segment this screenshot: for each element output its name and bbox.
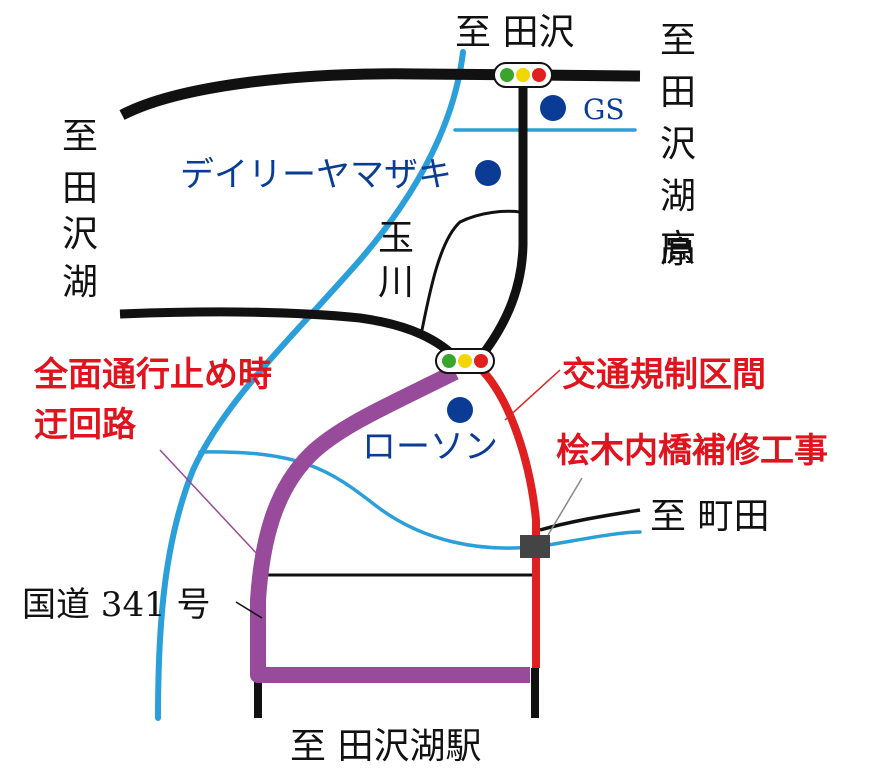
label-tamagawa: 玉 川 — [378, 218, 425, 303]
label-to-tazawako-left: 至 田 沢 湖 — [62, 116, 109, 303]
label-gas-station: GS — [583, 93, 625, 126]
label-tamagawa-c1: 玉 — [378, 218, 414, 259]
traffic-signal-icon — [435, 348, 495, 374]
poi-dot-icon — [475, 160, 501, 186]
route-341-leader — [235, 601, 263, 619]
restriction-leader — [504, 369, 561, 421]
label-to-tazawako-kogen: 至 田 沢 湖 高 原 — [660, 20, 707, 271]
label-route-341: 国道 341 号 — [22, 585, 211, 625]
construction-square-icon — [520, 535, 550, 558]
label-to-tazawako-left-c3: 沢 — [62, 214, 98, 255]
label-lawson: ローソン — [362, 427, 498, 467]
label-to-tazawako-left-c2: 田 — [62, 168, 98, 209]
tamagawa-river — [155, 49, 466, 721]
label-to-machida: 至 町田 — [650, 496, 769, 537]
roads — [119, 68, 641, 718]
note-detour-line1: 全面通行止め時 — [33, 355, 272, 395]
construction-leader — [547, 477, 583, 536]
traffic-signal-icon — [493, 62, 553, 88]
note-detour-line2: 迂回路 — [34, 405, 137, 445]
label-to-tazawako-kogen-c3: 沢 — [660, 124, 696, 165]
road-top — [119, 68, 641, 120]
note-bridge-repair: 桧木内橋補修工事 — [556, 431, 828, 471]
label-to-tazawako-kogen-c6: 原 — [660, 230, 696, 271]
restriction-section — [479, 367, 540, 668]
label-to-tazawa: 至 田沢 — [455, 12, 574, 53]
label-to-tazawako-kogen-c1: 至 — [660, 20, 696, 61]
road-machida — [539, 508, 641, 532]
poi-dot-icon — [540, 95, 566, 121]
label-tamagawa-c2: 川 — [378, 262, 414, 303]
label-to-tazawako-station: 至 田沢湖駅 — [290, 726, 481, 767]
label-to-tazawako-left-c4: 湖 — [62, 262, 98, 303]
label-to-tazawako-kogen-c4: 湖 — [660, 176, 696, 217]
road-middle — [119, 307, 464, 366]
detour-leader — [159, 449, 259, 556]
label-to-tazawako-kogen-c5: 高 — [660, 228, 696, 269]
label-to-tazawako-kogen-c2: 田 — [660, 72, 696, 113]
detour-route — [250, 364, 530, 683]
poi-dot-icon — [447, 397, 473, 423]
label-to-tazawako-left-c1: 至 — [62, 116, 98, 157]
road-vertical — [466, 78, 528, 373]
note-restriction-section: 交通規制区間 — [562, 355, 766, 395]
label-daily-yamazaki: デイリーヤマザキ — [180, 155, 452, 195]
road-small-loop — [420, 209, 521, 331]
